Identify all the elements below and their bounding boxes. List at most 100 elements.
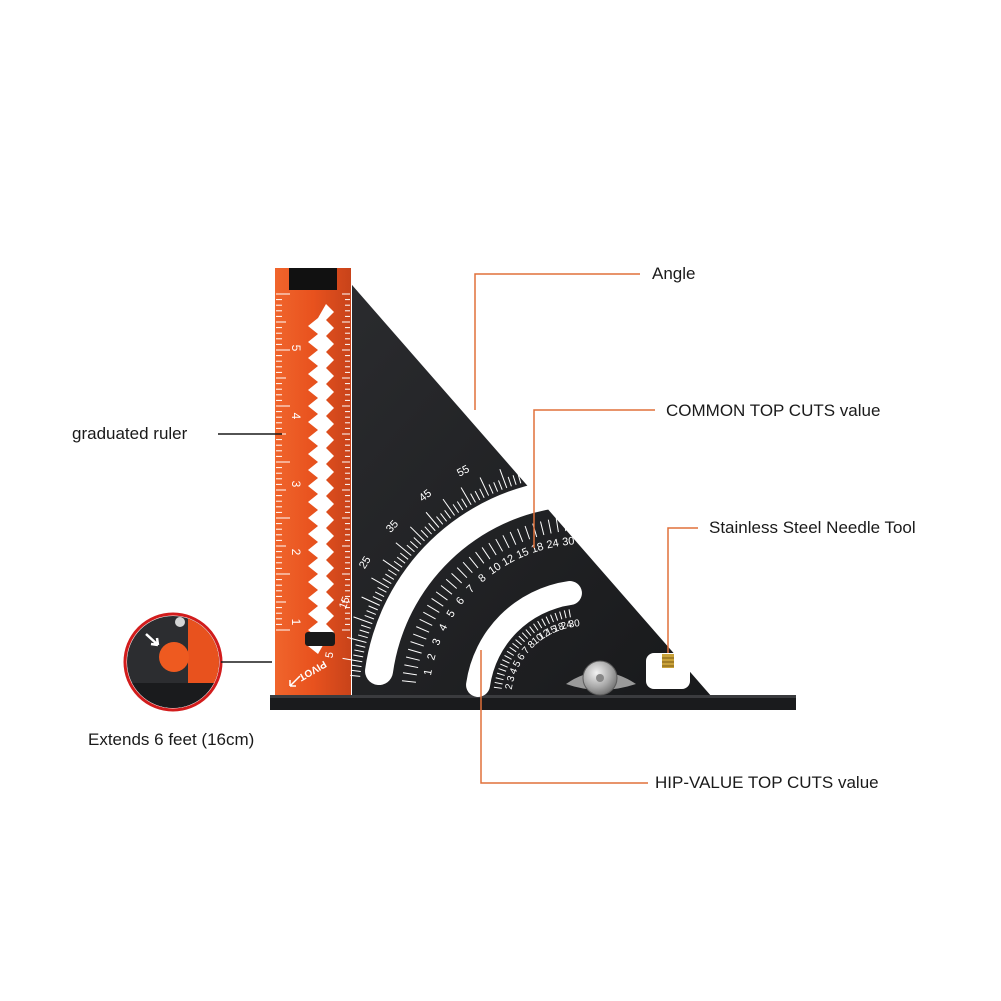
common-number: 30 [562,535,575,548]
common-tick [445,578,458,589]
hip-number: 8 [526,639,538,651]
needle-tool-label: Stainless Steel Needle Tool [709,518,916,537]
angle-tick [409,526,425,542]
common-tick [547,519,552,534]
hip-tick [563,610,567,619]
common-tick [571,516,574,531]
common-tick [404,664,419,669]
angle-tick [557,465,560,476]
ruler-number: 3 [289,481,303,488]
angle-tick [498,480,503,490]
common-number: 10 [487,560,504,577]
angle-tick [540,457,546,478]
angle-scale-ticks [342,454,575,677]
angle-tick [346,636,367,643]
common-tick [456,567,468,579]
angle-tick [353,616,373,625]
angle-number: 15 [337,595,353,611]
angle-tick [493,482,499,492]
pointer-arrow-icon [145,633,160,647]
ruler-serrated-slot [305,304,335,654]
angle-tick [372,596,383,602]
hip-tick [533,623,539,631]
angle-tick [440,513,448,522]
angle-number: 65 [506,444,521,459]
angle-tick [358,634,368,639]
angle-tick [420,529,429,538]
common-tick [468,556,479,569]
angle-number: 55 [455,463,471,479]
angle-tick [393,560,403,568]
angle-tick [342,657,363,663]
angle-tick [350,669,361,672]
common-number: 4 [437,622,450,633]
angle-tick [366,610,377,615]
common-number: 2 [425,652,438,661]
angle-number: 45 [417,487,434,504]
angle-tick [470,493,476,503]
hip-number: 4 [508,666,520,676]
angle-tick [353,654,364,658]
common-tick [413,633,427,640]
common-tick [440,585,453,595]
angle-tick [361,596,380,606]
angle-tick [396,556,406,564]
hip-number: 7 [520,645,532,657]
angle-tick [424,526,432,535]
common-tick [407,648,422,654]
angle-tick [561,454,565,475]
angle-number: 5 [323,651,336,659]
hip-tick [506,650,515,656]
hip-tick [518,635,525,643]
angle-tick [406,544,415,553]
angle-tick [517,473,522,484]
angle-callout-line [474,273,640,410]
hip-tick [550,614,554,623]
angle-number: 25 [357,554,374,571]
angle-tick [461,498,468,508]
angle-tick [382,559,400,572]
hip-number: 5 [511,659,524,669]
angle-tick [479,477,490,496]
inner-arc-slot [466,581,582,697]
ruler-number: 5 [289,345,303,352]
angle-tick [368,605,378,611]
hip-number: 24 [560,619,574,632]
angle-tick [442,498,455,516]
hip-tick [493,686,502,689]
angle-tick [385,573,395,580]
common-tick [416,626,430,633]
hip-callout-line [480,650,648,784]
common-scale-ticks [401,516,574,683]
angle-tick [377,586,387,593]
graduated-ruler-label: graduated ruler [72,424,188,443]
hip-tick [495,677,504,681]
common-number: 12 [500,552,517,568]
common-tick [401,680,416,683]
hip-number: 15 [544,624,559,639]
angle-tick [428,522,436,532]
base-fence [270,695,796,710]
angle-tick [395,542,412,556]
angle-tick [456,501,464,511]
angle-tick [568,464,570,475]
angle-tick [436,516,444,525]
angle-tick [537,468,541,479]
common-tick [435,591,448,601]
common-tick [555,518,559,533]
angle-tick [374,591,385,597]
needle-callout-line [667,527,698,653]
hip-tick [541,618,547,627]
angle-tick [364,614,375,620]
common-tick [540,521,545,536]
angle-tick [460,487,472,506]
angle-tick [354,649,365,653]
hip-tick [537,620,543,629]
angle-tick [519,462,527,483]
common-number: 1 [422,668,435,676]
extension-inset [123,612,272,712]
hip-tick [568,609,571,618]
hip-tick [504,654,512,660]
